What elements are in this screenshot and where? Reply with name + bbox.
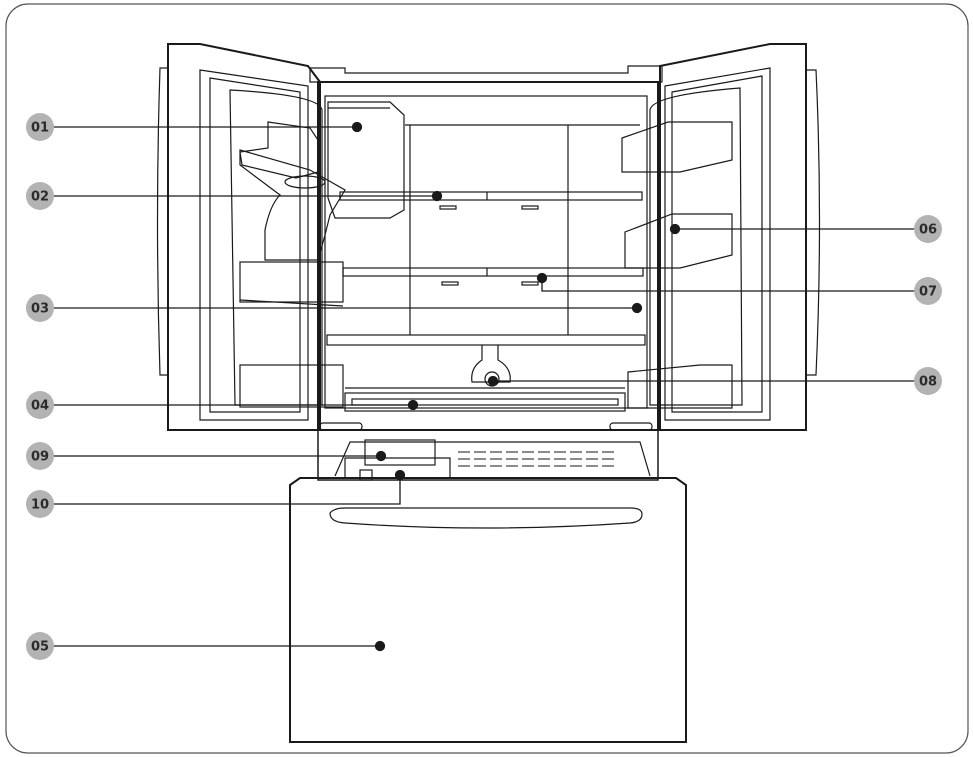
freezer-drawer (289, 477, 687, 743)
callout-06-label: 06 (919, 223, 937, 238)
left-door-gasket (229, 89, 323, 406)
callout-05: 05 (26, 632, 54, 660)
callout-02-label: 02 (31, 190, 49, 205)
door-bin-bottom-left (239, 364, 344, 408)
door-bin-top-right (621, 121, 733, 173)
shelf-clip (521, 205, 539, 210)
right-door-handle (805, 69, 821, 376)
leader-lines (52, 121, 920, 652)
callout-06: 06 (914, 215, 942, 243)
callout-10-label: 10 (31, 498, 49, 513)
ice-bucket-09 (364, 439, 436, 466)
door-cap (609, 422, 653, 431)
callout-03: 03 (26, 294, 54, 322)
callout-09-label: 09 (31, 450, 49, 465)
cabinet-interior (324, 95, 648, 409)
frame-border (5, 3, 969, 754)
shelf-clip (441, 281, 459, 286)
middle-section (317, 429, 659, 481)
door-bin-middle-right (624, 213, 733, 269)
callout-08-label: 08 (919, 375, 937, 390)
door-bin-edge (239, 299, 344, 307)
left-door-liner (199, 69, 309, 421)
callout-07-label: 07 (919, 285, 937, 300)
callout-02: 02 (26, 182, 54, 210)
drawer-10-tab (359, 469, 373, 481)
callout-08: 08 (914, 367, 942, 395)
callout-07: 07 (914, 277, 942, 305)
callout-09: 09 (26, 442, 54, 470)
crisper-drawer-front (344, 392, 626, 412)
cabinet-top (309, 65, 663, 83)
right-door-gasket (649, 87, 743, 406)
refrigerator-illustration (156, 43, 821, 743)
middle-drawer-outline (334, 441, 651, 477)
door-bin-bottom-right (627, 364, 733, 409)
shelf-lower (326, 334, 646, 346)
freezer-handle (329, 507, 643, 529)
door-bin-top-left (239, 121, 319, 179)
callout-badges: 01 02 03 04 05 06 07 08 09 10 (26, 113, 942, 660)
shelf-clip (521, 281, 539, 286)
vent-grille (458, 451, 615, 467)
left-door (167, 43, 321, 431)
dispenser-housing (239, 149, 346, 261)
shelf-middle (342, 267, 644, 277)
door-cap (319, 422, 363, 431)
callout-10: 10 (26, 490, 54, 518)
cabinet-body (317, 81, 659, 431)
shelf-clip (439, 205, 457, 210)
crisper-handle (351, 398, 619, 406)
callout-03-label: 03 (31, 302, 49, 317)
callout-01: 01 (26, 113, 54, 141)
right-door (659, 43, 807, 431)
ice-maker (327, 101, 405, 219)
right-door-inner (671, 75, 763, 413)
callout-05-label: 05 (31, 640, 49, 655)
callout-01-label: 01 (31, 121, 49, 136)
door-bin-middle-left (239, 261, 344, 303)
callout-04-label: 04 (31, 399, 49, 414)
right-door-liner (664, 67, 771, 421)
callout-04: 04 (26, 391, 54, 419)
left-door-inner (209, 77, 301, 413)
left-door-handle (156, 67, 169, 376)
